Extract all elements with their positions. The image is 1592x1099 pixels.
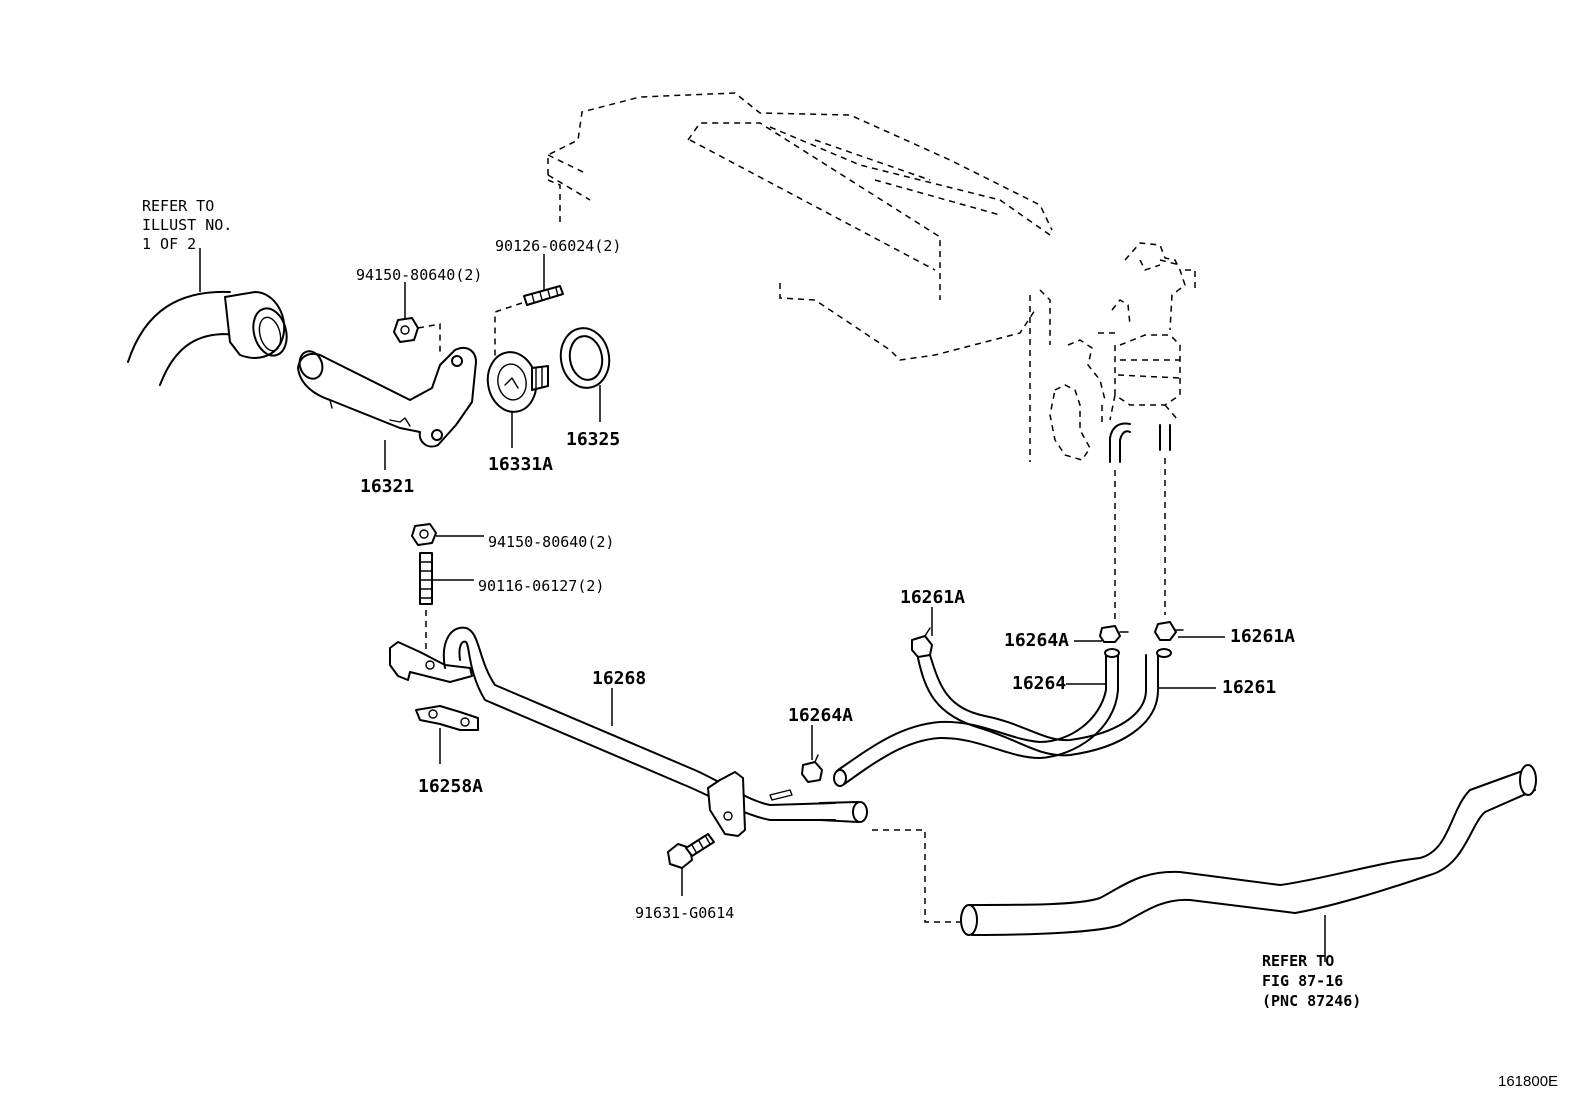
callout-94150-80640-top: 94150-80640(2): [356, 266, 482, 284]
callout-refer-fig-line3: (PNC 87246): [1262, 992, 1361, 1010]
stud-mid: [419, 552, 474, 655]
nut-mid: [411, 523, 484, 546]
thermostat: [486, 351, 549, 448]
bypass-pipe: [389, 626, 868, 837]
callout-90126-06024: 90126-06024(2): [495, 237, 621, 255]
gasket-plate: [415, 705, 479, 764]
callout-16261A-left: 16261A: [900, 587, 965, 608]
figure-code: 161800E: [1498, 1073, 1558, 1090]
callout-labels: REFER TO ILLUST NO. 1 OF 2 90126-06024(2…: [142, 197, 1558, 1090]
callout-refer-fig-line1: REFER TO: [1262, 952, 1334, 970]
upper-left-hose: [127, 248, 288, 386]
callout-16325: 16325: [566, 429, 620, 450]
callout-91631-G0614: 91631-G0614: [635, 904, 734, 922]
callout-94150-80640-mid: 94150-80640(2): [488, 533, 614, 551]
water-inlet: [297, 346, 477, 470]
callout-16264A-right: 16264A: [1004, 630, 1069, 651]
bolt: [667, 789, 793, 896]
callout-16258A: 16258A: [418, 776, 483, 797]
heater-hoses: [833, 422, 1225, 787]
callout-refer-illust-line2: ILLUST NO.: [142, 216, 232, 234]
clamp-lower: [801, 725, 823, 783]
nut-top: [393, 282, 441, 355]
callout-refer-fig-line2: FIG 87-16: [1262, 972, 1343, 990]
callout-16261: 16261: [1222, 677, 1276, 698]
callout-16264: 16264: [1012, 673, 1066, 694]
callout-16321: 16321: [360, 476, 414, 497]
callout-16331A: 16331A: [488, 454, 553, 475]
lower-right-hose: [872, 764, 1537, 962]
callout-refer-illust-line3: 1 OF 2: [142, 235, 196, 253]
engine-outline: [547, 92, 1196, 462]
callout-16264A-lower: 16264A: [788, 705, 853, 726]
callout-16268: 16268: [592, 668, 646, 689]
gasket-ring: [559, 327, 611, 422]
callout-16261A-right: 16261A: [1230, 626, 1295, 647]
stud-top: [494, 254, 564, 360]
callout-refer-illust-line1: REFER TO: [142, 197, 214, 215]
callout-90116-06127: 90116-06127(2): [478, 577, 604, 595]
